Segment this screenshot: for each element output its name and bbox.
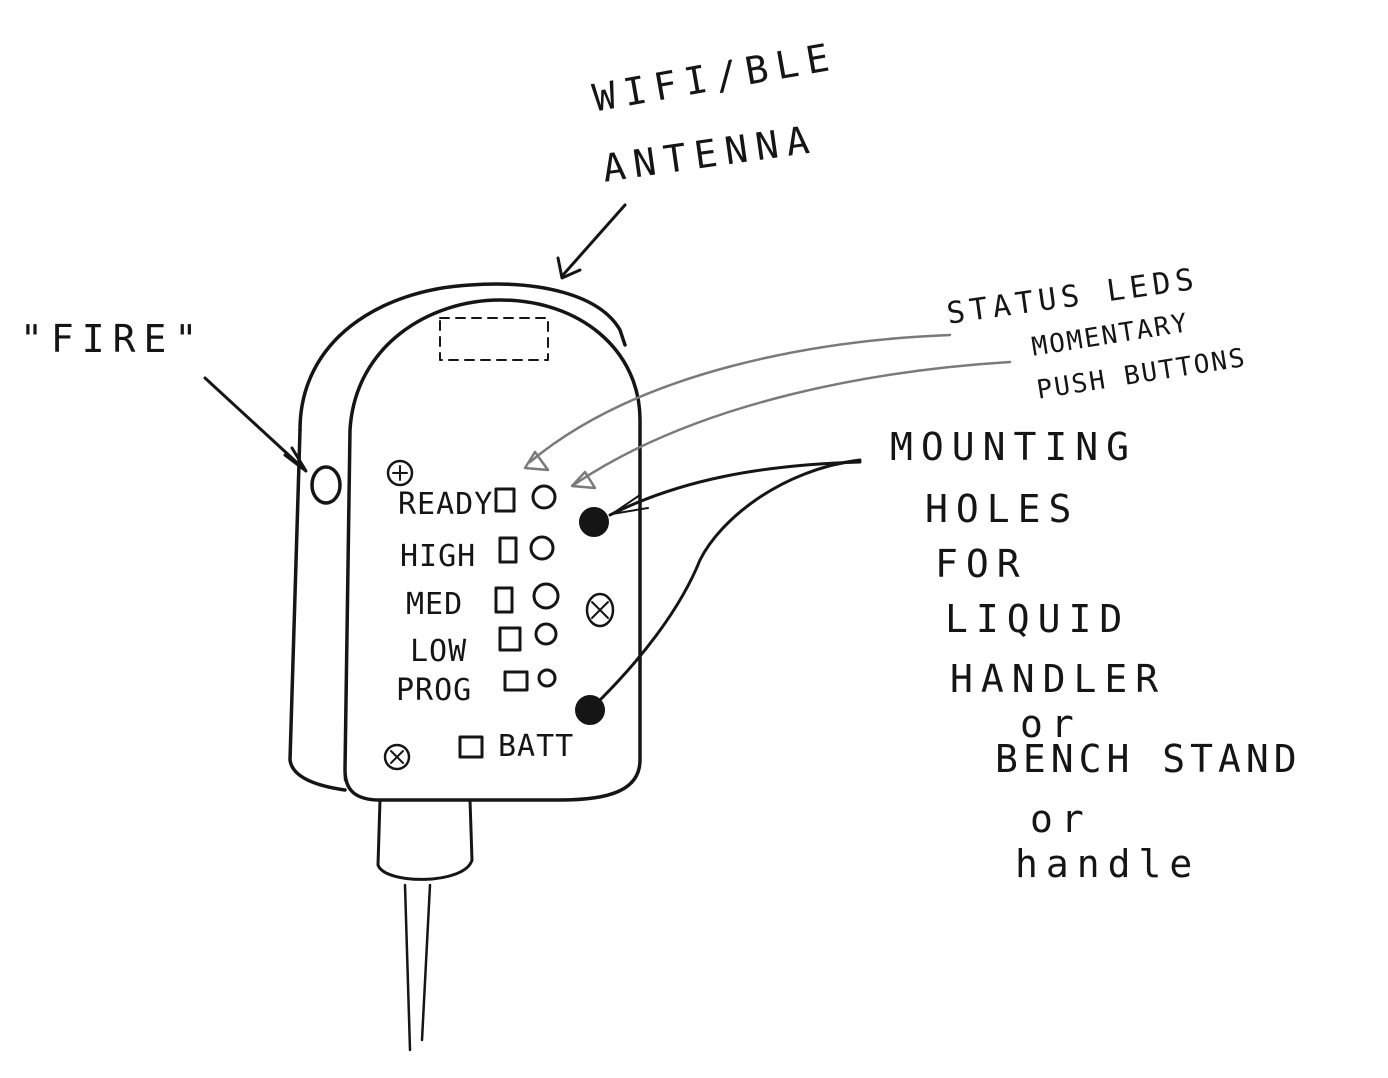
cable	[405, 885, 430, 1050]
enclosure-side-left	[290, 430, 345, 790]
led-high	[500, 538, 516, 562]
cable-strain-relief	[378, 800, 472, 879]
fire-label: "FIRE"	[20, 320, 205, 358]
mounting-label-line7: BENCH STAND	[995, 740, 1302, 778]
fire-button	[312, 467, 340, 503]
mounting-leader-upper	[610, 462, 860, 515]
mounting-label-line1: MOUNTING	[890, 428, 1137, 466]
row-label-ready: READY	[398, 490, 493, 520]
button-ready	[533, 486, 555, 508]
led-ready	[496, 489, 514, 511]
mounting-hole-upper-right	[580, 508, 608, 536]
button-med	[534, 584, 558, 608]
row-label-high: HIGH	[400, 542, 476, 572]
led-prog	[505, 672, 527, 690]
button-low	[536, 624, 556, 644]
led-low	[500, 628, 520, 650]
led-med	[496, 588, 512, 612]
button-high	[531, 537, 553, 559]
row-label-med: MED	[406, 590, 463, 620]
mounting-label-line2: HOLES	[925, 490, 1079, 528]
row-label-prog: PROG	[396, 676, 472, 706]
row-label-low: LOW	[410, 637, 467, 667]
mounting-label-line3: FOR	[935, 545, 1028, 583]
battery-label: BATT	[498, 732, 574, 762]
mounting-label-line5: HANDLER	[950, 660, 1166, 698]
button-prog	[539, 670, 555, 686]
status-leds-leader-line	[530, 335, 950, 462]
mounting-label-line4: LIQUID	[945, 600, 1130, 638]
fire-leader-line	[205, 378, 305, 470]
mounting-label-line9: handle	[1015, 845, 1200, 883]
antenna-leader-line	[563, 205, 625, 275]
enclosure-front-face	[345, 300, 640, 800]
led-batt	[460, 737, 482, 757]
antenna-outline	[440, 318, 548, 360]
mounting-label-line8: or	[1030, 800, 1092, 838]
